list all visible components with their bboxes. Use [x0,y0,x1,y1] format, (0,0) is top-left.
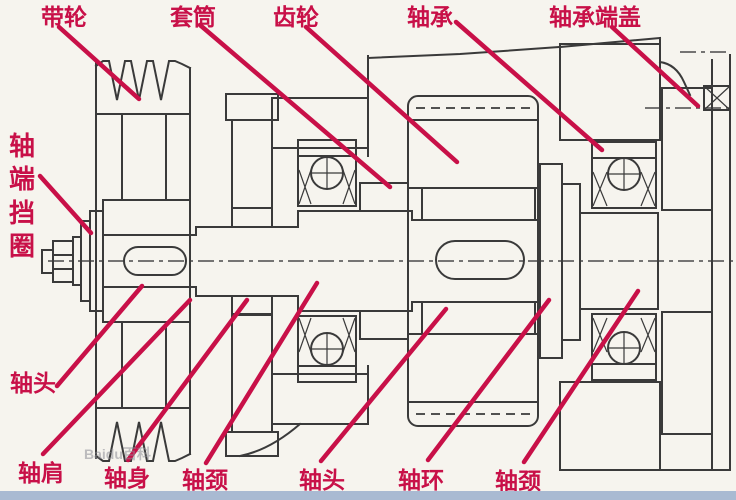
leader-bearing [453,19,605,153]
label-shaft-shoulder: 轴肩 [18,460,64,486]
pulley-hub-top [102,199,191,236]
label-shaft-collar: 轴环 [398,467,444,493]
svg-text:端: 端 [9,164,35,194]
footer-band [0,491,736,500]
leader-lines [37,19,701,466]
label-bearing-end-cap: 轴承端盖 [549,4,641,30]
label-shaft-head-middle: 轴头 [299,467,345,493]
leader-shaft-shoulder [40,297,193,457]
left-housing-wall-drawing [225,93,279,457]
svg-text:圈: 圈 [9,231,35,261]
label-gear: 齿轮 [273,4,319,30]
leader-shaft-journal-right [521,288,641,465]
label-bearing: 轴承 [407,4,453,30]
watermark: Baidu百科 [84,446,151,462]
label-sleeve: 套筒 [170,4,216,30]
shaft-journal-right-drawing [579,212,659,310]
pulley-drawing [94,60,192,462]
leader-shaft-journal-left [203,280,320,466]
label-shaft-journal-left: 轴颈 [182,467,228,493]
leader-shaft-body [125,297,250,463]
seal-gland-bottom [231,295,273,316]
collar-drawing [539,163,581,359]
technical-drawing [41,36,734,471]
leader-shaft-head-left [54,283,145,389]
label-shaft-journal-right: 轴颈 [495,468,541,494]
bearing-end-cap-drawing [559,54,731,471]
seal-gland-top [231,207,273,228]
label-shaft-end-retaining-ring: 轴 端 挡 圈 [9,131,35,261]
leader-gear [303,24,460,165]
leader-shaft-collar [425,297,552,463]
pulley-hub-bottom [102,286,191,323]
leader-shaft-end-retaining-ring [37,173,94,236]
label-shaft-body: 轴身 [104,465,150,491]
label-shaft-head-left: 轴头 [10,370,56,396]
leader-sleeve [197,22,393,190]
part-labels: 带轮 套筒 齿轮 轴承 轴承端盖 轴 端 挡 圈 轴头 轴肩 轴身 轴颈 轴头 … [9,4,641,494]
leader-bearing-end-cap [609,24,701,109]
svg-text:挡: 挡 [9,198,35,228]
left-bearing-drawing [297,139,357,383]
right-housing-drawing [558,36,662,471]
left-bearing-seat-drawing [238,45,562,458]
svg-text:轴: 轴 [9,131,35,161]
leader-pulley [56,24,142,102]
label-pulley: 带轮 [41,4,87,30]
leader-shaft-head-middle [318,306,449,464]
